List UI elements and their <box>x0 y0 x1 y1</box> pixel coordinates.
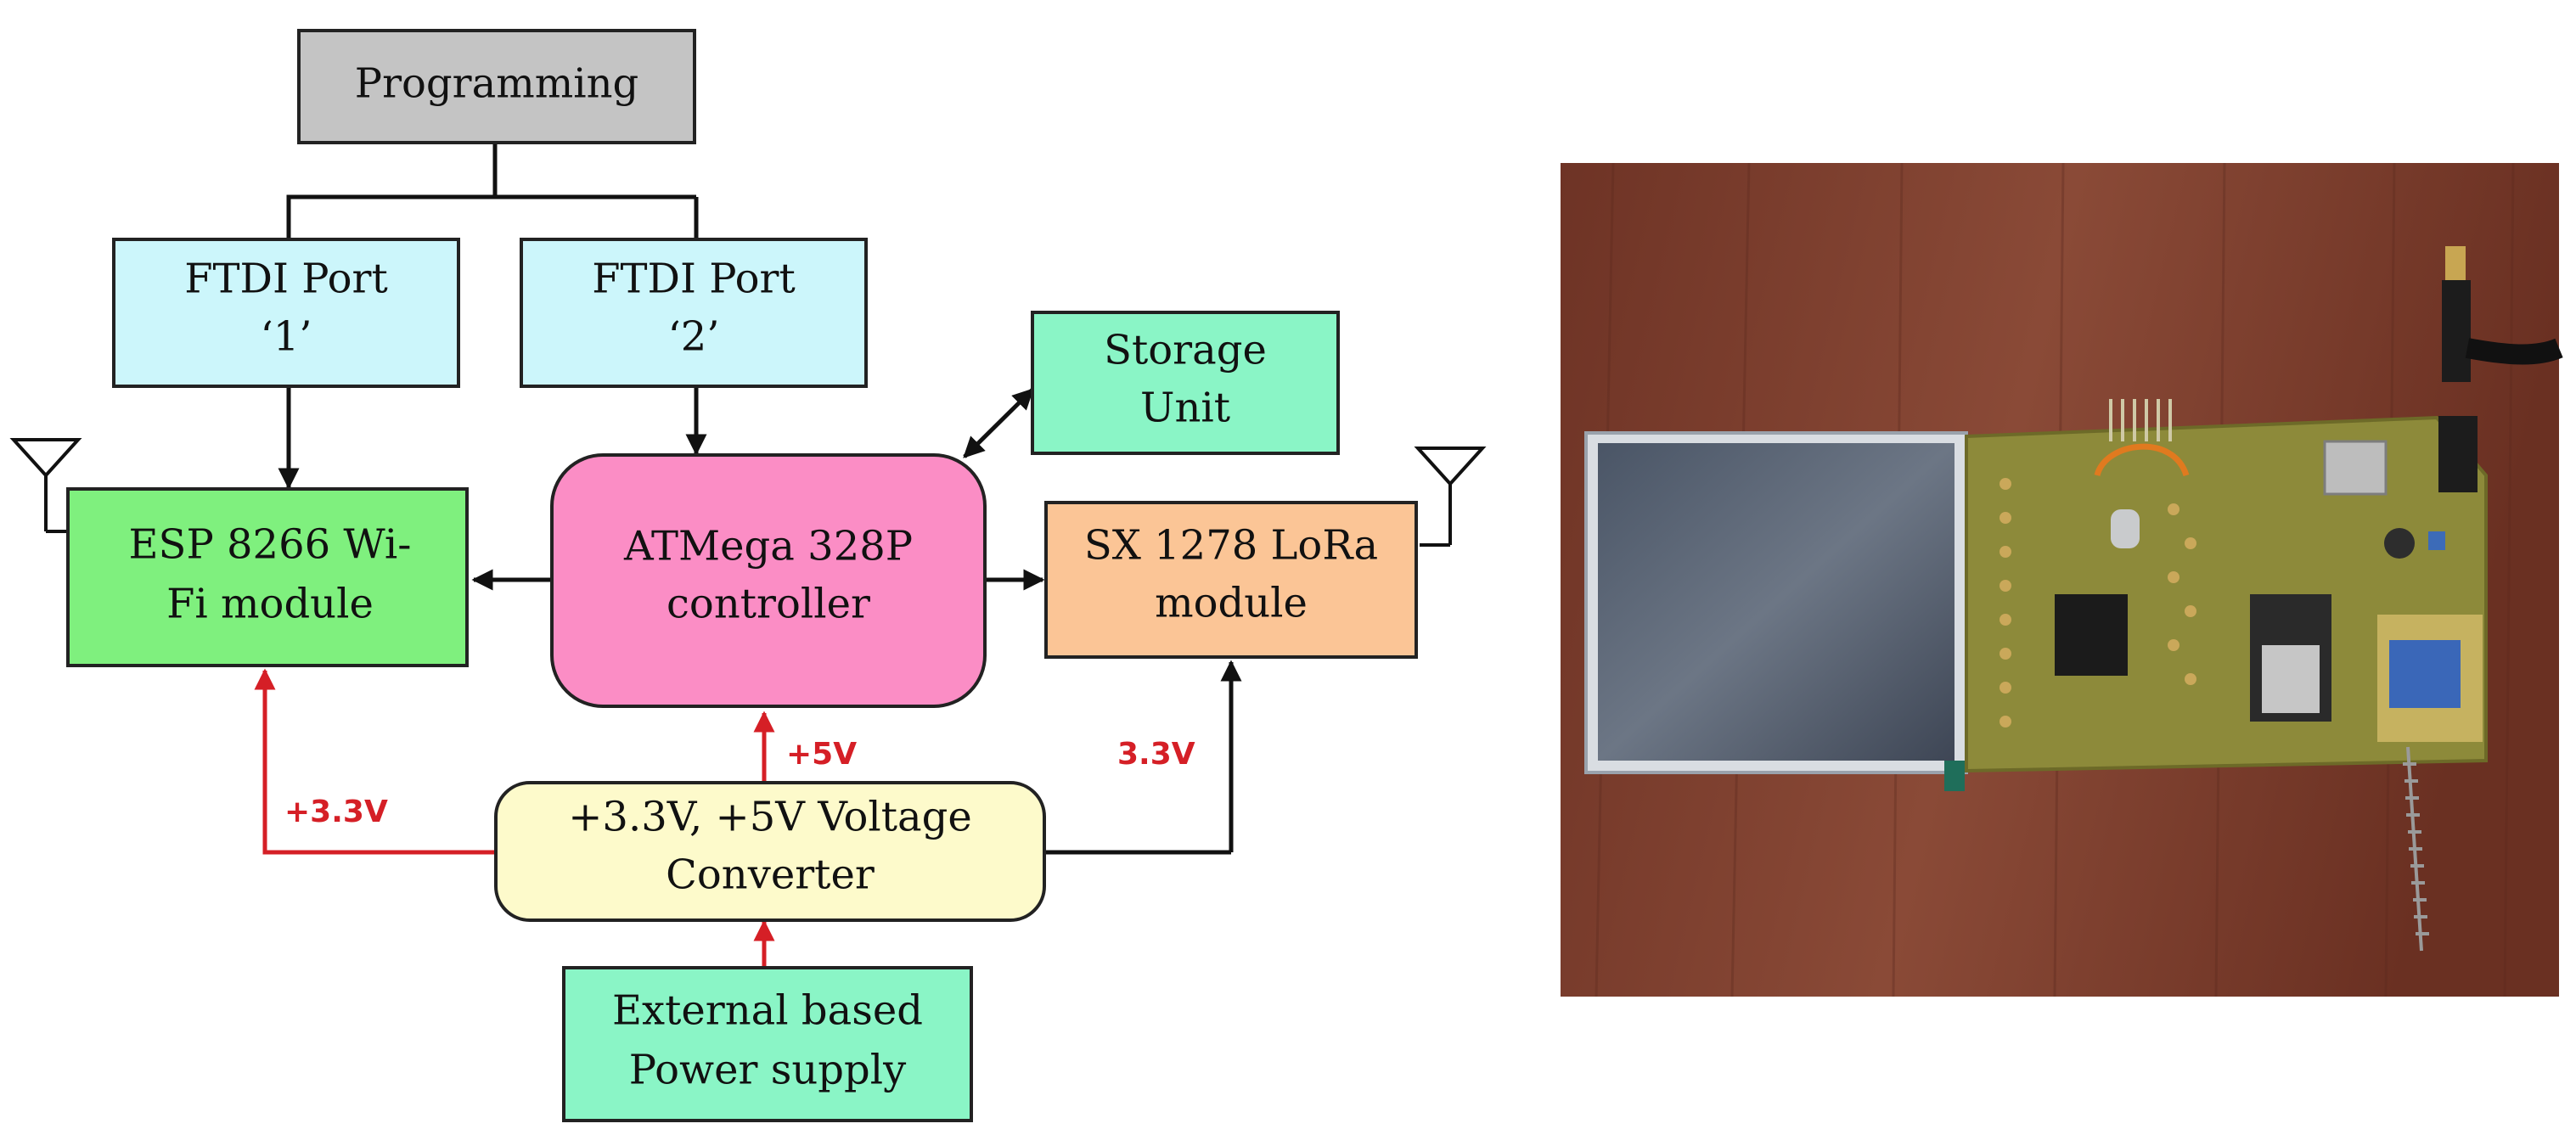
lcd-display-icon <box>1584 431 1968 791</box>
programming-branch-line <box>286 143 498 239</box>
esp-antenna-icon <box>9 438 82 533</box>
converter-line1: +3.3V, +5V Voltage <box>568 794 972 841</box>
signal-connectors <box>278 143 1242 855</box>
esp8266-line2: Fi module <box>166 581 374 628</box>
lora-antenna-icon <box>1414 447 1487 547</box>
ftdi-port-1-line2: ‘1’ <box>260 313 312 361</box>
ftdi-port-2-line1: FTDI Port <box>592 256 796 303</box>
esp8266-line1: ESP 8266 Wi- <box>129 521 412 569</box>
lora-line2: module <box>1155 580 1308 627</box>
pcb-prototype-photo <box>1561 162 2563 997</box>
power-connectors <box>254 668 775 966</box>
converter-to-esp-arrow <box>254 668 496 855</box>
block-diagram: +3.3V +5V 3.3V Programming FTDI Port ‘1’… <box>9 29 1487 1122</box>
voltage-converter-block: +3.3V, +5V Voltage Converter <box>494 781 1046 922</box>
storage-unit-block: Storage Unit <box>1031 311 1340 455</box>
esp8266-block: ESP 8266 Wi- Fi module <box>66 487 469 667</box>
programming-label: Programming <box>355 60 638 108</box>
power-supply-block: External based Power supply <box>562 966 973 1122</box>
lora-supply-label: 3.3V <box>1117 737 1195 772</box>
power-supply-line2: Power supply <box>629 1047 906 1094</box>
atmega-supply-label: +5V <box>786 737 857 772</box>
ftdi-port-1-block: FTDI Port ‘1’ <box>112 238 460 388</box>
esp-supply-label: +3.3V <box>284 795 388 829</box>
converter-line2: Converter <box>666 851 875 899</box>
atmega-storage-arrow <box>963 388 1034 458</box>
ftdi-port-2-block: FTDI Port ‘2’ <box>520 238 868 388</box>
storage-unit-line1: Storage <box>1104 327 1267 374</box>
atmega-line2: controller <box>666 581 870 628</box>
pcb-board-icon <box>1965 399 2488 773</box>
power-supply-line1: External based <box>612 987 923 1035</box>
ftdi-port-1-line1: FTDI Port <box>184 256 388 303</box>
atmega-line1: ATMega 328P <box>623 523 913 570</box>
storage-unit-line2: Unit <box>1140 385 1230 432</box>
ftdi-port-2-line2: ‘2’ <box>667 313 719 361</box>
lora-line1: SX 1278 LoRa <box>1084 522 1378 570</box>
programming-block: Programming <box>297 29 696 144</box>
spring-antenna-icon <box>2403 746 2429 952</box>
lora-block: SX 1278 LoRa module <box>1044 501 1418 659</box>
atmega-block: ATMega 328P controller <box>550 453 987 708</box>
dc-power-jack-icon <box>2438 246 2563 492</box>
